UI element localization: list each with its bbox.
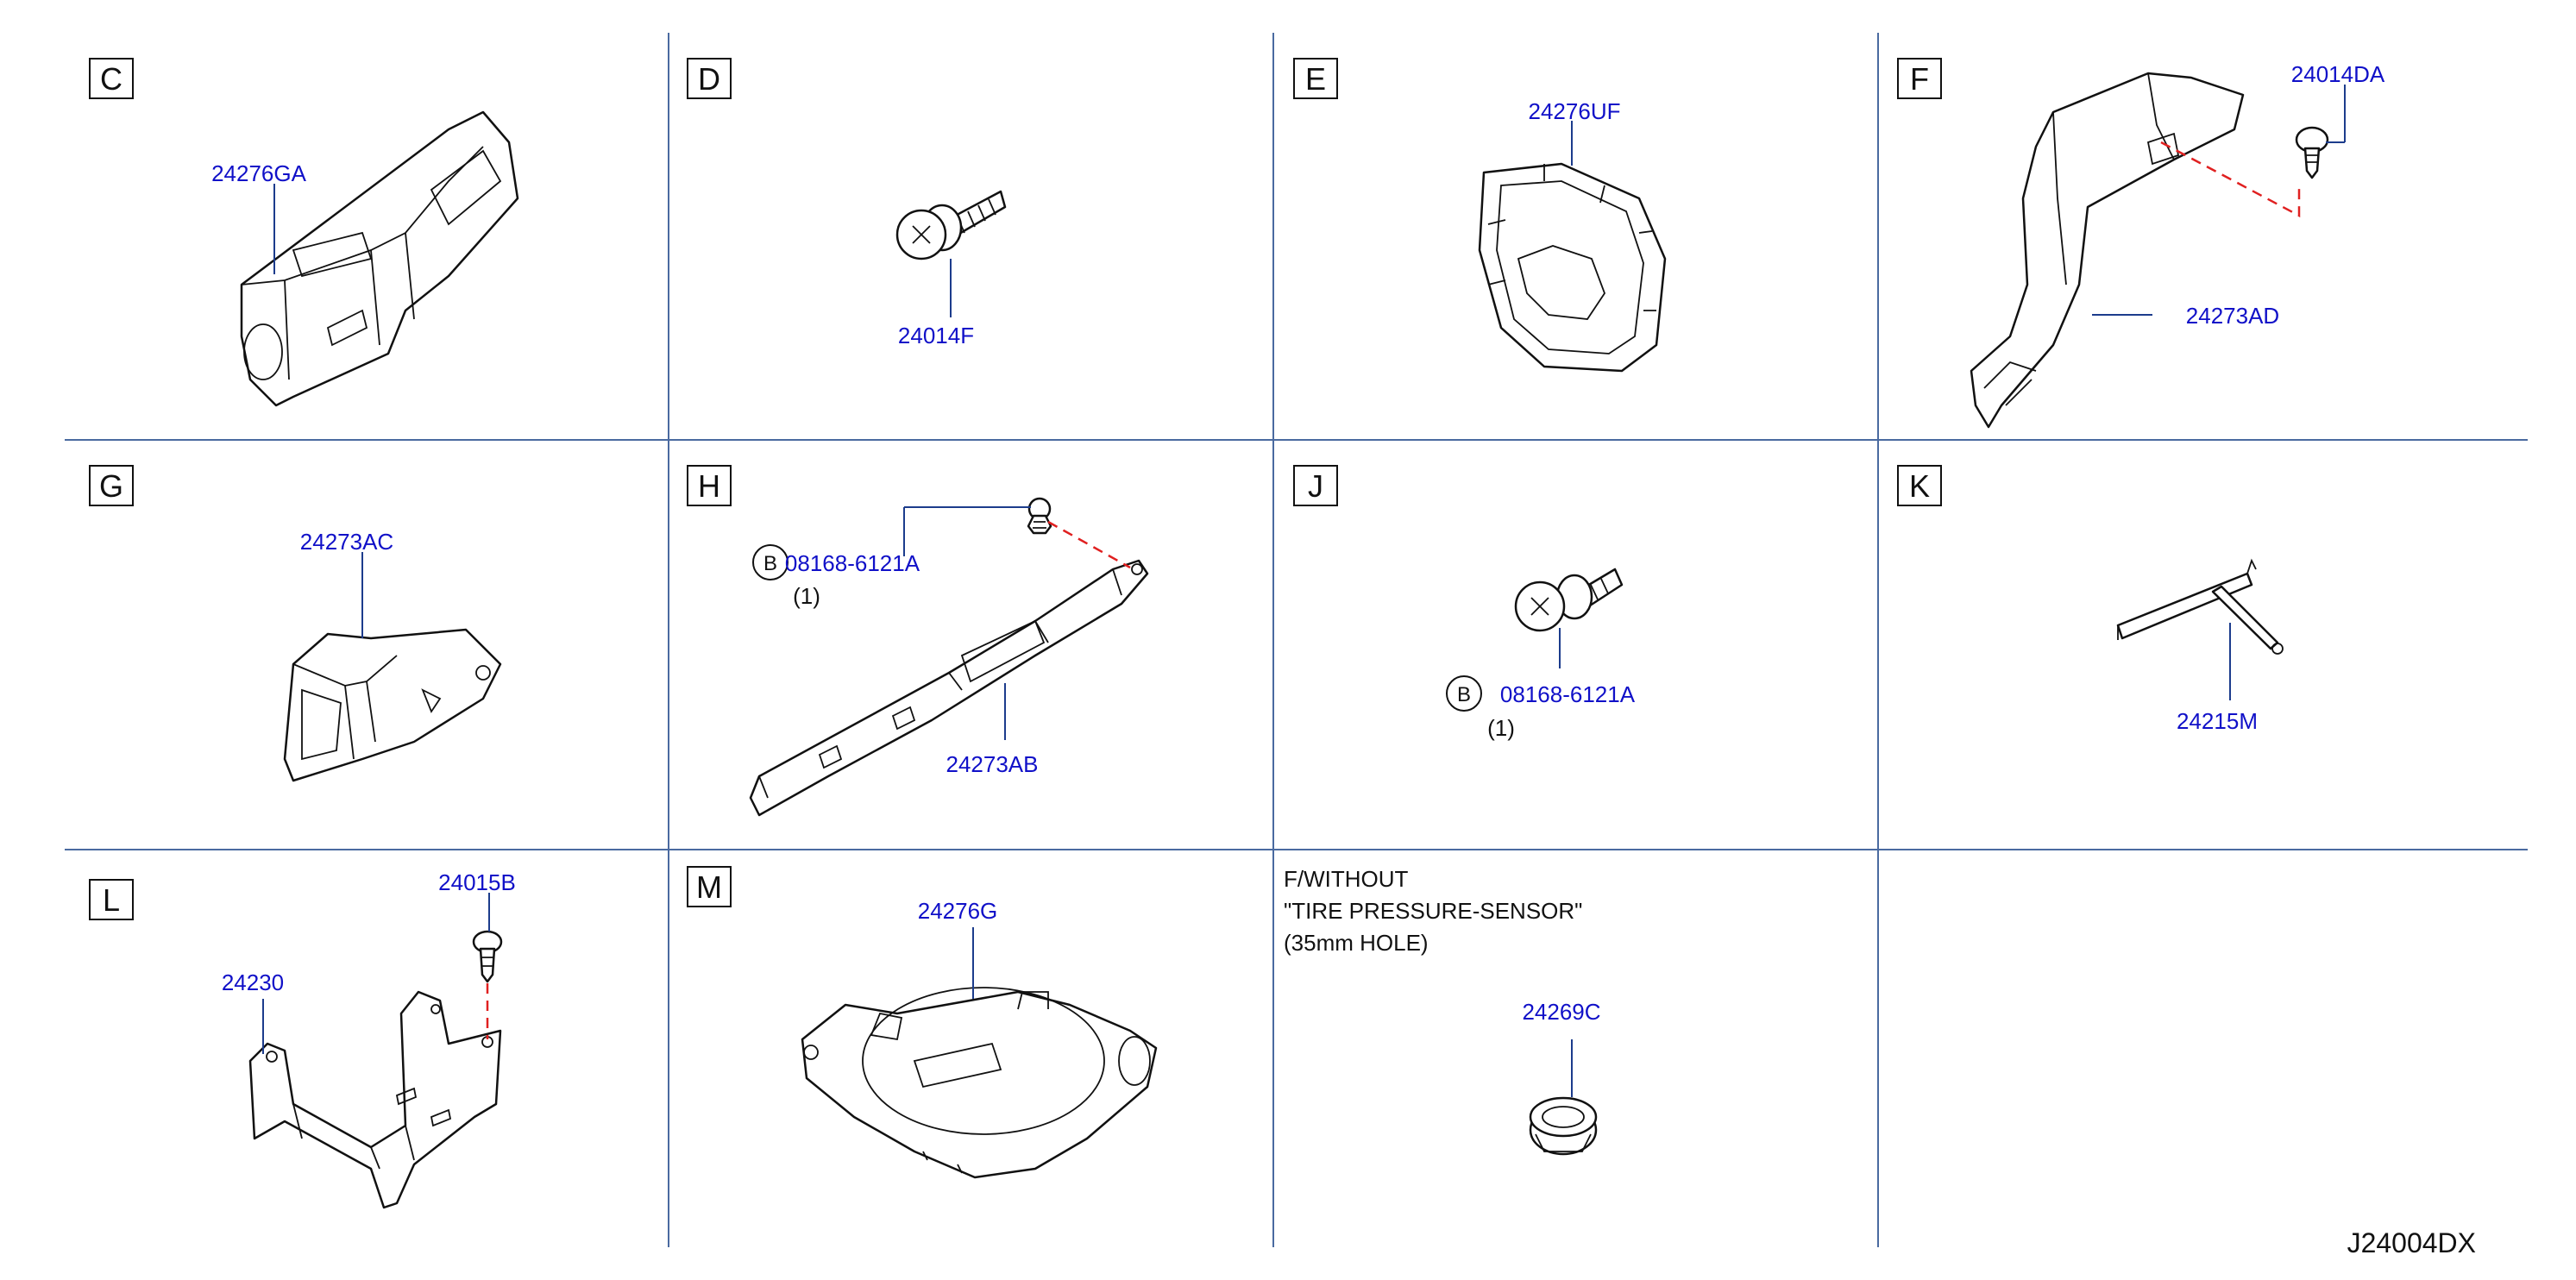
part-drawing-24215m[interactable] bbox=[2116, 558, 2284, 655]
part-label-24276g[interactable]: 24276G bbox=[918, 898, 998, 924]
note-line-2: "TIRE PRESSURE-SENSOR" bbox=[1284, 898, 1582, 924]
part-label-24273ac[interactable]: 24273AC bbox=[300, 529, 393, 555]
section-letter-m: M bbox=[696, 869, 722, 905]
grid bbox=[65, 33, 2528, 1247]
section-g: G 24273AC bbox=[89, 465, 502, 782]
callout-letter-b-j: B bbox=[1457, 683, 1471, 706]
section-k: K 24215M bbox=[1897, 465, 2284, 734]
note-line-3: (35mm HOLE) bbox=[1284, 930, 1429, 956]
part-drawing-24014da[interactable] bbox=[2295, 126, 2329, 179]
section-letter-h: H bbox=[698, 468, 720, 504]
part-label-08168-6121a-j[interactable]: 08168-6121A bbox=[1500, 681, 1636, 707]
part-drawing-08168-6121a-j[interactable] bbox=[1514, 568, 1624, 632]
section-e: E 24276UF bbox=[1293, 58, 1667, 373]
part-drawing-24269c[interactable] bbox=[1529, 1096, 1598, 1156]
section-f: F 24014DA 24273AD bbox=[1897, 58, 2385, 429]
section-c: C 24276GA bbox=[89, 58, 519, 407]
section-letter-c: C bbox=[100, 61, 123, 97]
part-label-24276ga[interactable]: 24276GA bbox=[211, 160, 307, 186]
part-drawing-24230[interactable] bbox=[248, 990, 502, 1209]
section-d: D 24014F bbox=[687, 58, 1007, 348]
part-label-24273ad[interactable]: 24273AD bbox=[2186, 303, 2279, 329]
part-drawing-24014f[interactable] bbox=[895, 190, 1007, 260]
part-drawing-24273ad[interactable] bbox=[1970, 72, 2245, 429]
section-m: M 24276G bbox=[687, 866, 1158, 1179]
section-letter-l: L bbox=[103, 882, 120, 918]
part-drawing-24276uf[interactable] bbox=[1478, 162, 1667, 373]
qty-label-j: (1) bbox=[1487, 715, 1515, 741]
callout-circle-b-j bbox=[1446, 675, 1482, 712]
part-label-24230[interactable]: 24230 bbox=[222, 969, 284, 995]
part-drawing-24276g[interactable] bbox=[801, 987, 1158, 1179]
section-l: L 24015B 24230 bbox=[89, 869, 516, 1209]
section-letter-e: E bbox=[1305, 61, 1326, 97]
qty-label-h: (1) bbox=[793, 583, 820, 609]
section-letter-k: K bbox=[1909, 468, 1930, 504]
part-label-08168-6121a-h[interactable]: 08168-6121A bbox=[785, 550, 920, 576]
part-drawing-24273ac[interactable] bbox=[283, 628, 502, 782]
part-label-24269c[interactable]: 24269C bbox=[1522, 999, 1600, 1025]
part-label-24273ab[interactable]: 24273AB bbox=[946, 751, 1039, 777]
part-drawing-24273ab[interactable] bbox=[749, 559, 1149, 817]
part-drawing-24276ga[interactable] bbox=[240, 110, 519, 407]
callout-circle-b-h bbox=[752, 544, 789, 580]
part-label-24015b[interactable]: 24015B bbox=[438, 869, 516, 895]
section-h: H B 08168-6121A (1) 24273AB bbox=[687, 465, 1149, 817]
part-label-24215m[interactable]: 24215M bbox=[2177, 708, 2258, 734]
part-drawing-08168-6121a-h[interactable] bbox=[1027, 497, 1052, 535]
part-label-24276uf[interactable]: 24276UF bbox=[1529, 98, 1621, 124]
diagram-code: J24004DX bbox=[2347, 1227, 2476, 1258]
section-j: J B 08168-6121A (1) bbox=[1293, 465, 1636, 741]
section-letter-f: F bbox=[1910, 61, 1929, 97]
part-drawing-24015b[interactable] bbox=[472, 930, 503, 983]
note-line-1: F/WITHOUT bbox=[1284, 866, 1409, 892]
section-letter-j: J bbox=[1308, 468, 1323, 504]
part-label-24014f[interactable]: 24014F bbox=[898, 323, 974, 348]
section-note: F/WITHOUT "TIRE PRESSURE-SENSOR" (35mm H… bbox=[1284, 866, 1601, 1156]
section-letter-g: G bbox=[99, 468, 123, 504]
section-letter-d: D bbox=[698, 61, 720, 97]
callout-letter-b-h: B bbox=[763, 552, 777, 575]
part-label-24014da[interactable]: 24014DA bbox=[2291, 61, 2385, 87]
